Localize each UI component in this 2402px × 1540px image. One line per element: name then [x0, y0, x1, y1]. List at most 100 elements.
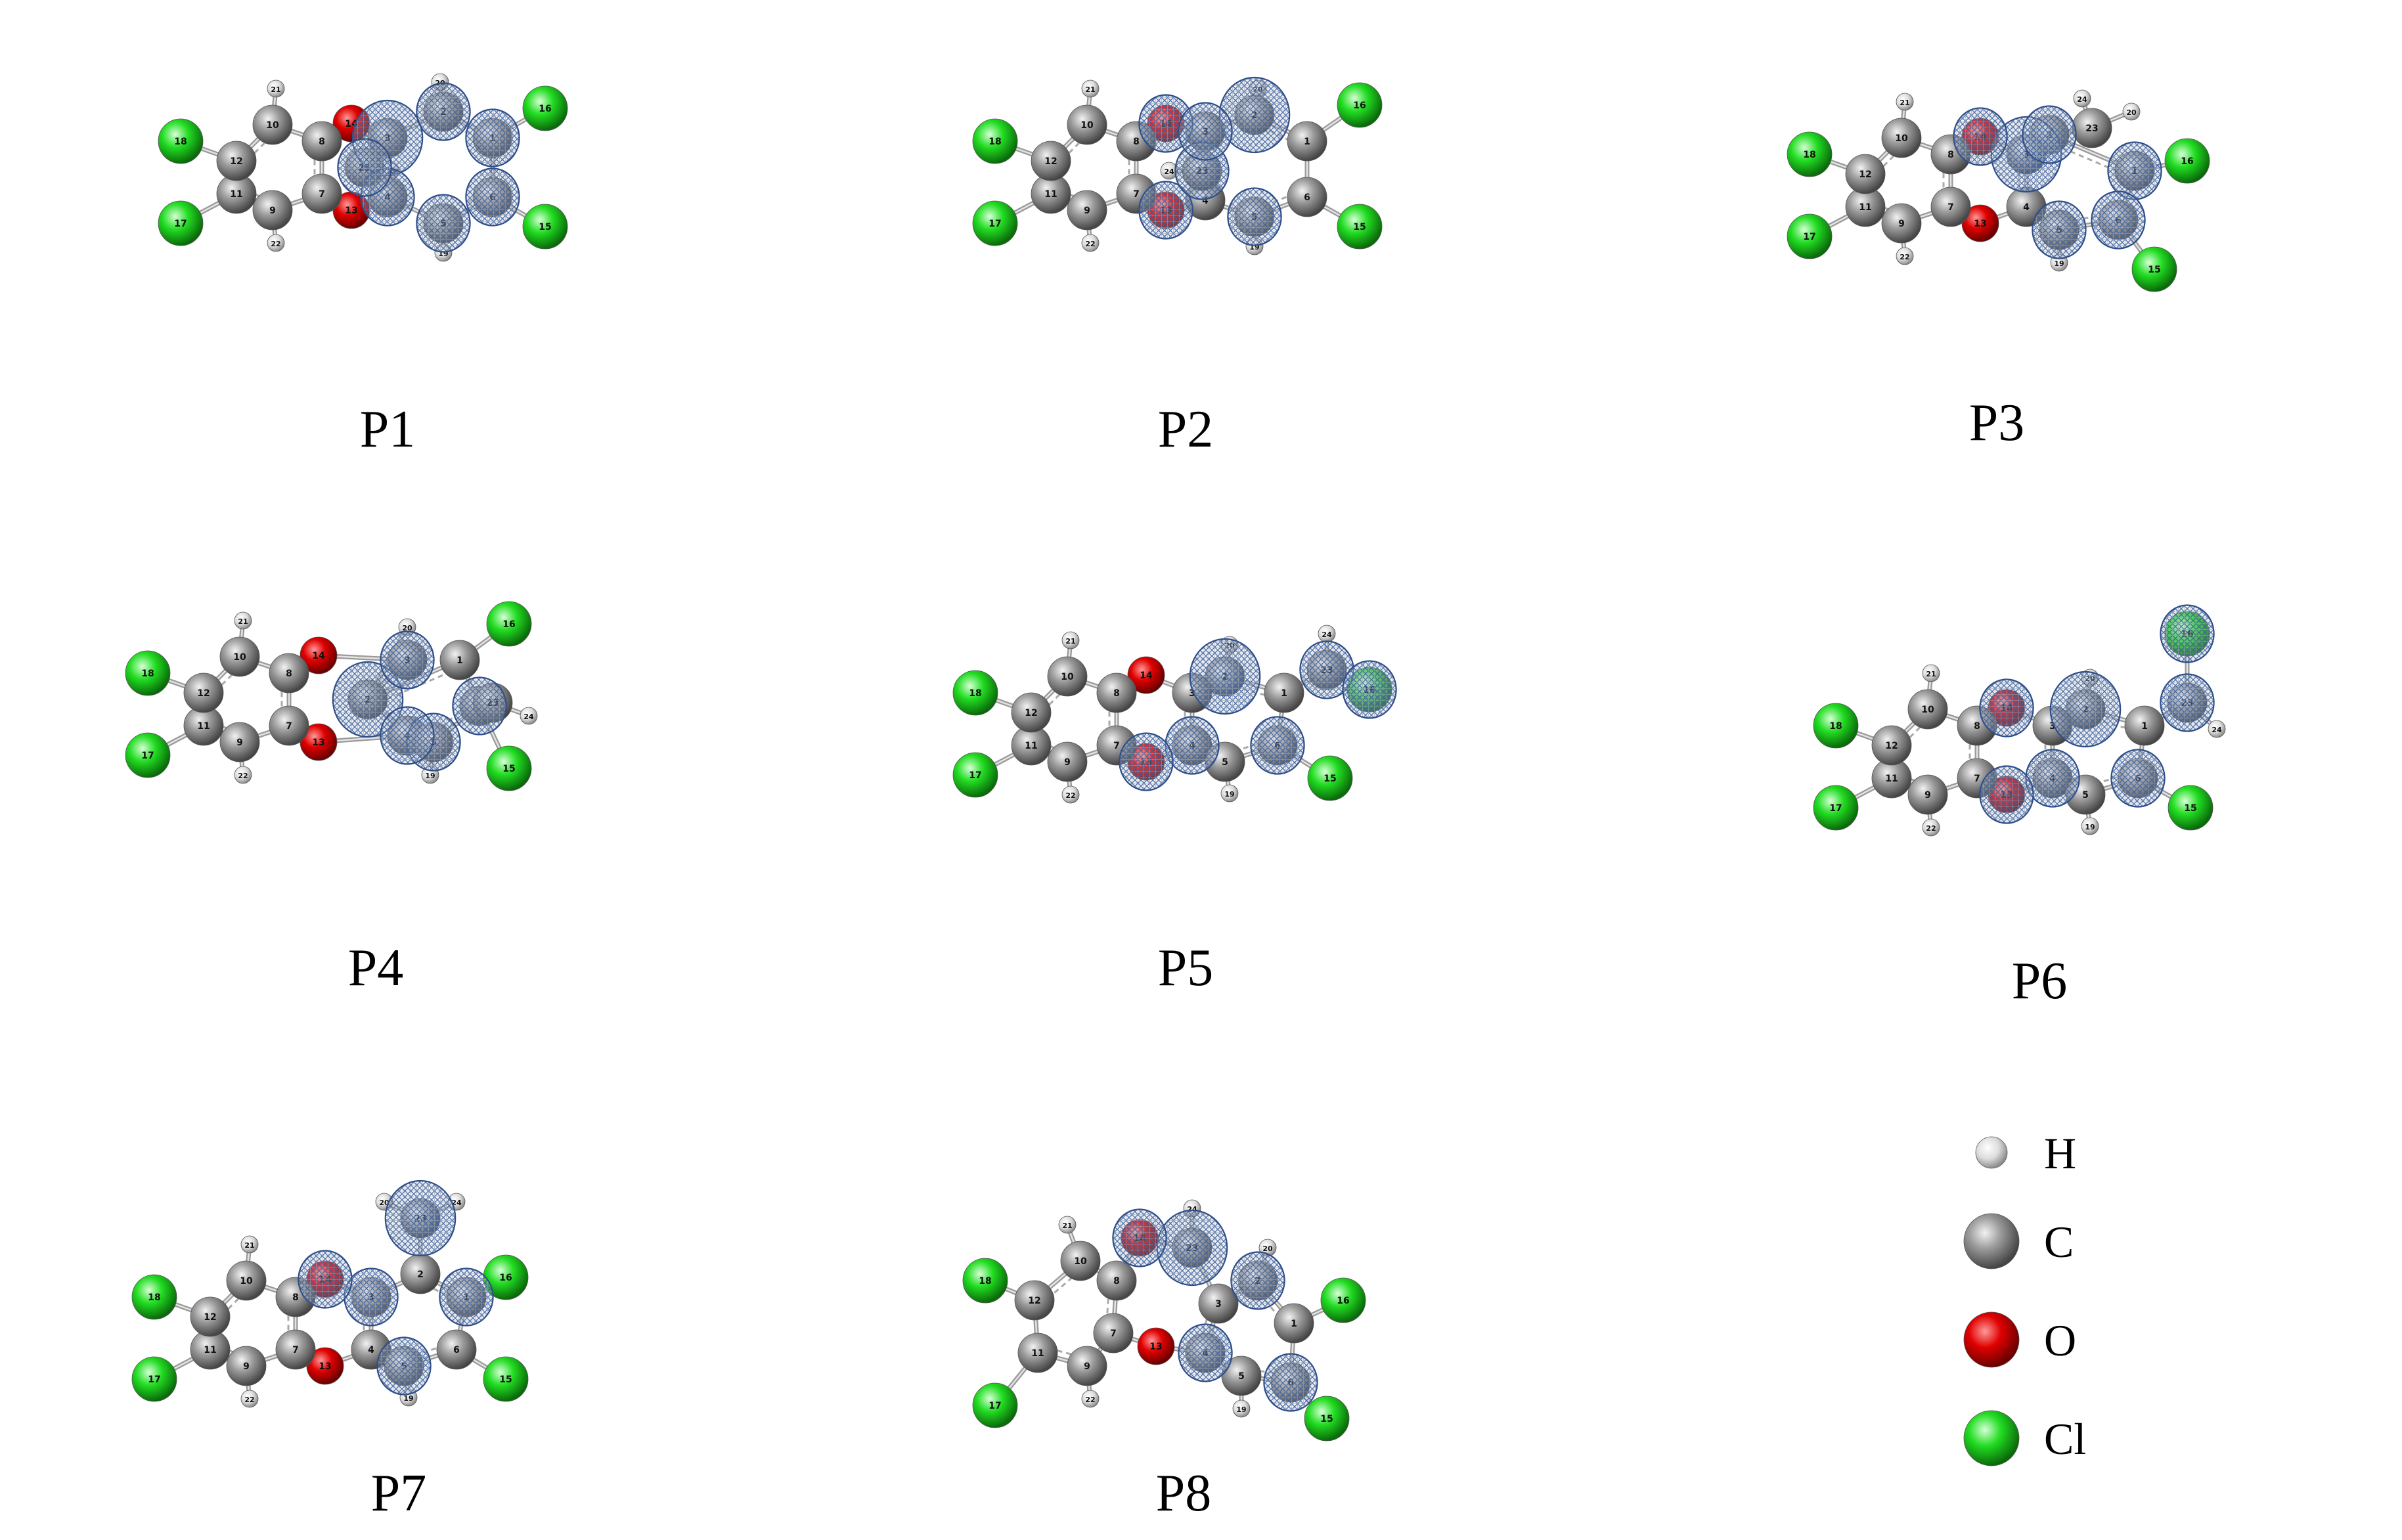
atom-index-label: 10: [1074, 1256, 1087, 1267]
spin-density-lobe: [380, 706, 435, 765]
atom-cl: [483, 1356, 529, 1402]
atom-c: [1047, 656, 1088, 697]
atom-index-label: 12: [230, 156, 242, 167]
atom-c: [1017, 1332, 1058, 1373]
spin-density-mesh: [298, 1179, 494, 1396]
atom-c: [1014, 1280, 1055, 1321]
legend-item-c: C: [1963, 1213, 2074, 1269]
spin-density-mesh: [1138, 76, 1291, 246]
atom-index-label: 11: [197, 721, 210, 732]
atom-c: [190, 1296, 231, 1337]
atom-index-label: 11: [1031, 1348, 1044, 1359]
spin-density-lobe: [416, 82, 471, 141]
atom-index-label: 22: [1900, 253, 1909, 261]
spin-density-mesh: [1119, 638, 1397, 791]
spin-density-lobe: [1119, 732, 1174, 791]
atom-cl: [158, 200, 204, 246]
atom-index-label: 22: [1065, 791, 1075, 800]
atom-index-label: 24: [1164, 167, 1174, 176]
atom-index-label: 12: [197, 688, 210, 699]
atom-index-label: 22: [1926, 824, 1936, 833]
atom-index-label: 17: [1829, 803, 1842, 814]
atom-c: [1067, 104, 1107, 145]
atom-index-label: 11: [1859, 202, 1871, 213]
atom-c: [219, 722, 260, 762]
atom-h: [1922, 664, 1940, 682]
atom-c: [1907, 689, 1948, 730]
atom-index-label: 9: [1924, 790, 1931, 801]
atom-index-label: 6: [1304, 192, 1310, 203]
atom-index-label: 19: [403, 1394, 413, 1403]
atom-index-label: 18: [989, 137, 1001, 147]
atom-cl: [2168, 785, 2213, 831]
atom-h: [2122, 102, 2141, 121]
atom-cl: [1337, 204, 1383, 250]
atom-h: [1232, 1399, 1251, 1418]
spin-density-lobe: [452, 676, 507, 736]
atom-index-label: 19: [1236, 1405, 1246, 1414]
atom-h: [234, 611, 252, 630]
spin-density-mesh: [1979, 604, 2215, 824]
atom-h: [1081, 234, 1100, 252]
atom-cl: [131, 1356, 177, 1402]
atom-h: [1061, 785, 1080, 804]
atom-c: [226, 1260, 267, 1301]
atom-index-label: 21: [1062, 1221, 1072, 1230]
atom-index-label: 11: [1044, 189, 1057, 200]
atom-index-label: 12: [1859, 169, 1871, 180]
atom-index-label: 15: [2148, 265, 2160, 275]
atom-index-label: 19: [2085, 823, 2095, 831]
atom-cl: [1787, 213, 1833, 259]
atom-index-label: 13: [319, 1361, 331, 1372]
atom-c: [1881, 203, 1922, 244]
atom-c: [219, 636, 260, 677]
atom-index-label: 18: [141, 669, 154, 679]
atom-c: [1907, 774, 1948, 815]
spin-density-lobe: [1979, 765, 2034, 824]
atom-cl: [486, 601, 532, 647]
atom-index-label: 18: [1803, 150, 1815, 160]
atom-index-label: 17: [148, 1375, 160, 1385]
atom-index-label: 18: [979, 1276, 991, 1287]
spin-density-lobe: [1138, 181, 1193, 240]
spin-density-lobe: [2032, 200, 2087, 259]
atom-index-label: 17: [969, 770, 981, 781]
atom-cl: [972, 200, 1018, 246]
atom-index-label: 16: [1337, 1296, 1349, 1306]
atom-c: [1067, 1346, 1107, 1386]
spin-density-lobe: [416, 194, 471, 253]
atom-cl: [972, 1382, 1018, 1428]
atom-index-label: 7: [286, 721, 292, 732]
atom-index-label: 9: [269, 206, 276, 216]
atom-index-label: 18: [969, 688, 981, 699]
spin-density-lobe: [2160, 673, 2215, 732]
spin-density-lobe: [384, 1179, 456, 1257]
atom-index-label: 16: [2181, 156, 2193, 167]
legend-label: O: [2044, 1315, 2076, 1365]
atom-c: [1871, 725, 1912, 766]
panel-label: P1: [360, 401, 416, 458]
atom-index-label: 1: [1304, 137, 1310, 147]
atom-index-label: 9: [1064, 757, 1071, 768]
atom-index-label: 22: [1085, 240, 1095, 248]
panel-label: P6: [2012, 952, 2068, 1010]
atom-h: [240, 1390, 259, 1408]
atom-index-label: 15: [1353, 222, 1366, 232]
legend-swatch: [1963, 1311, 2020, 1368]
atom-index-label: 24: [2212, 726, 2222, 734]
atom-index-label: 10: [1895, 133, 1908, 144]
atom-index-label: 20: [402, 624, 412, 632]
panel-label: P8: [1156, 1464, 1212, 1522]
atom-index-label: 15: [1323, 774, 1336, 784]
atom-index-label: 21: [1085, 85, 1095, 94]
atom-cl: [952, 752, 998, 798]
spin-density-lobe: [2110, 749, 2166, 808]
atom-c: [1264, 672, 1304, 713]
atom-c: [275, 1329, 316, 1370]
atom-c: [269, 705, 309, 746]
atom-cl: [1813, 785, 1859, 831]
atom-c: [439, 640, 480, 680]
atom-index-label: 11: [204, 1345, 216, 1355]
atom-h: [2073, 89, 2091, 108]
atom-index-label: 24: [523, 713, 534, 721]
